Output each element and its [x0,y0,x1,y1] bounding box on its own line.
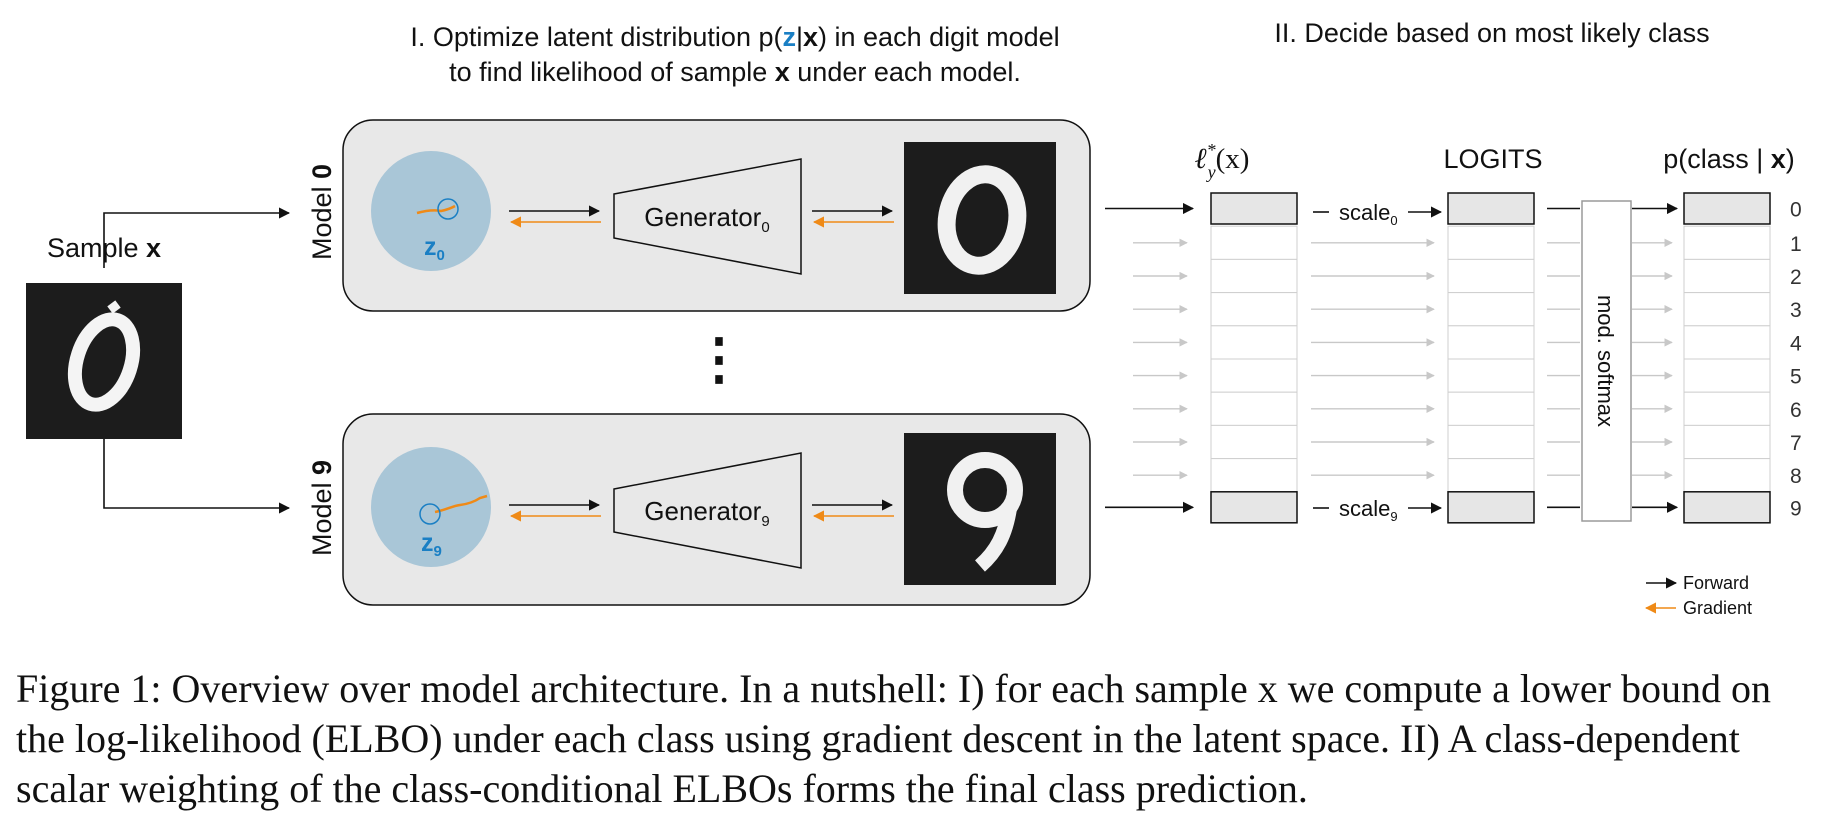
model0-generator [613,158,802,275]
elbo-cell-0 [1210,192,1298,225]
logits-cell-1 [1447,225,1535,260]
class-index-7: 7 [1790,432,1802,455]
sample-digit-image [26,283,182,439]
architecture-diagram: I. Optimize latent distribution p(z|x) i… [26,18,1802,618]
elbo-cell-4 [1210,325,1298,360]
model9-latent-sample [419,503,441,525]
elbo-cell-6 [1210,391,1298,426]
class-index-6: 6 [1790,399,1802,422]
sample-to-model9-arrow [103,439,291,514]
elbo-column-header: ℓ*y(x) [1195,140,1250,182]
model9-latent-space [371,447,491,567]
figure-caption: Figure 1: Overview over model architectu… [16,666,1771,811]
model0-label: Model 0 [307,164,337,260]
elbo-cell-2 [1210,258,1298,294]
sample-label: Sample x [47,233,161,263]
logits-cell-8 [1447,458,1535,493]
logits-cell-0 [1447,192,1535,225]
class-index-9: 9 [1790,497,1802,520]
model0-latent-sample [437,198,459,220]
class-index-1: 1 [1790,233,1802,256]
prob-cell-0 [1683,192,1771,225]
prob-cell-6 [1683,391,1771,426]
model9-generator-label: Generator9 [644,496,769,530]
stage2-grid: 0 1 2 3 4 5 6 7 8 9 [1105,192,1802,524]
models-ellipsis: ⋮ [691,329,747,391]
class-index-5: 5 [1790,366,1802,389]
prob-cell-9 [1683,491,1771,524]
prob-cell-8 [1683,458,1771,493]
model9-optimization-path [434,494,488,514]
elbo-cell-3 [1210,292,1298,327]
legend-gradient-label: Gradient [1683,598,1752,618]
logits-cell-5 [1447,358,1535,393]
softmax-block [1581,200,1632,522]
stage2-heading: II. Decide based on most likely class [1274,18,1709,48]
elbo-cell-5 [1210,358,1298,393]
model0-generator-label: Generator0 [644,202,769,236]
prob-cell-1 [1683,225,1771,260]
stage1-heading-line1: I. Optimize latent distribution p(z|x) i… [410,22,1059,52]
sample-to-model0-arrow [103,207,291,268]
model9-latent-label: z9 [421,529,442,560]
elbo-cell-9 [1210,491,1298,524]
logits-cell-6 [1447,391,1535,426]
legend: Forward Gradient [1644,573,1752,618]
elbo-cell-8 [1210,458,1298,493]
prob-cell-2 [1683,258,1771,294]
logits-cell-9 [1447,491,1535,524]
probability-column-header: p(class | x) [1663,144,1795,174]
logits-column-header: LOGITS [1443,144,1542,174]
model0-latent-label: z0 [424,233,445,264]
elbo-cell-7 [1210,424,1298,460]
class-index-4: 4 [1790,332,1802,355]
prob-cell-5 [1683,358,1771,393]
class-index-3: 3 [1790,299,1802,322]
logits-cell-2 [1447,258,1535,294]
model9-label: Model 9 [307,460,337,556]
prob-cell-4 [1683,325,1771,360]
scale0-connector: scale0 [1313,200,1443,228]
elbo-cell-1 [1210,225,1298,260]
class-index-0: 0 [1790,199,1802,222]
class-index-2: 2 [1790,266,1802,289]
class-index-8: 8 [1790,465,1802,488]
prob-cell-3 [1683,292,1771,327]
model9-output-image [904,433,1056,585]
logits-cell-3 [1447,292,1535,327]
softmax-label: mod. softmax [1593,295,1618,427]
legend-forward-label: Forward [1683,573,1749,593]
model0-output-image [904,142,1056,294]
scale9-label: scale9 [1339,496,1398,524]
logits-cell-7 [1447,424,1535,460]
scale9-connector: scale9 [1313,496,1443,524]
model9-generator [613,452,802,569]
stage1-heading-line2: to find likelihood of sample x under eac… [449,57,1021,87]
model0-optimization-path [416,204,456,215]
prob-cell-7 [1683,424,1771,460]
scale0-label: scale0 [1339,200,1398,228]
logits-cell-4 [1447,325,1535,360]
